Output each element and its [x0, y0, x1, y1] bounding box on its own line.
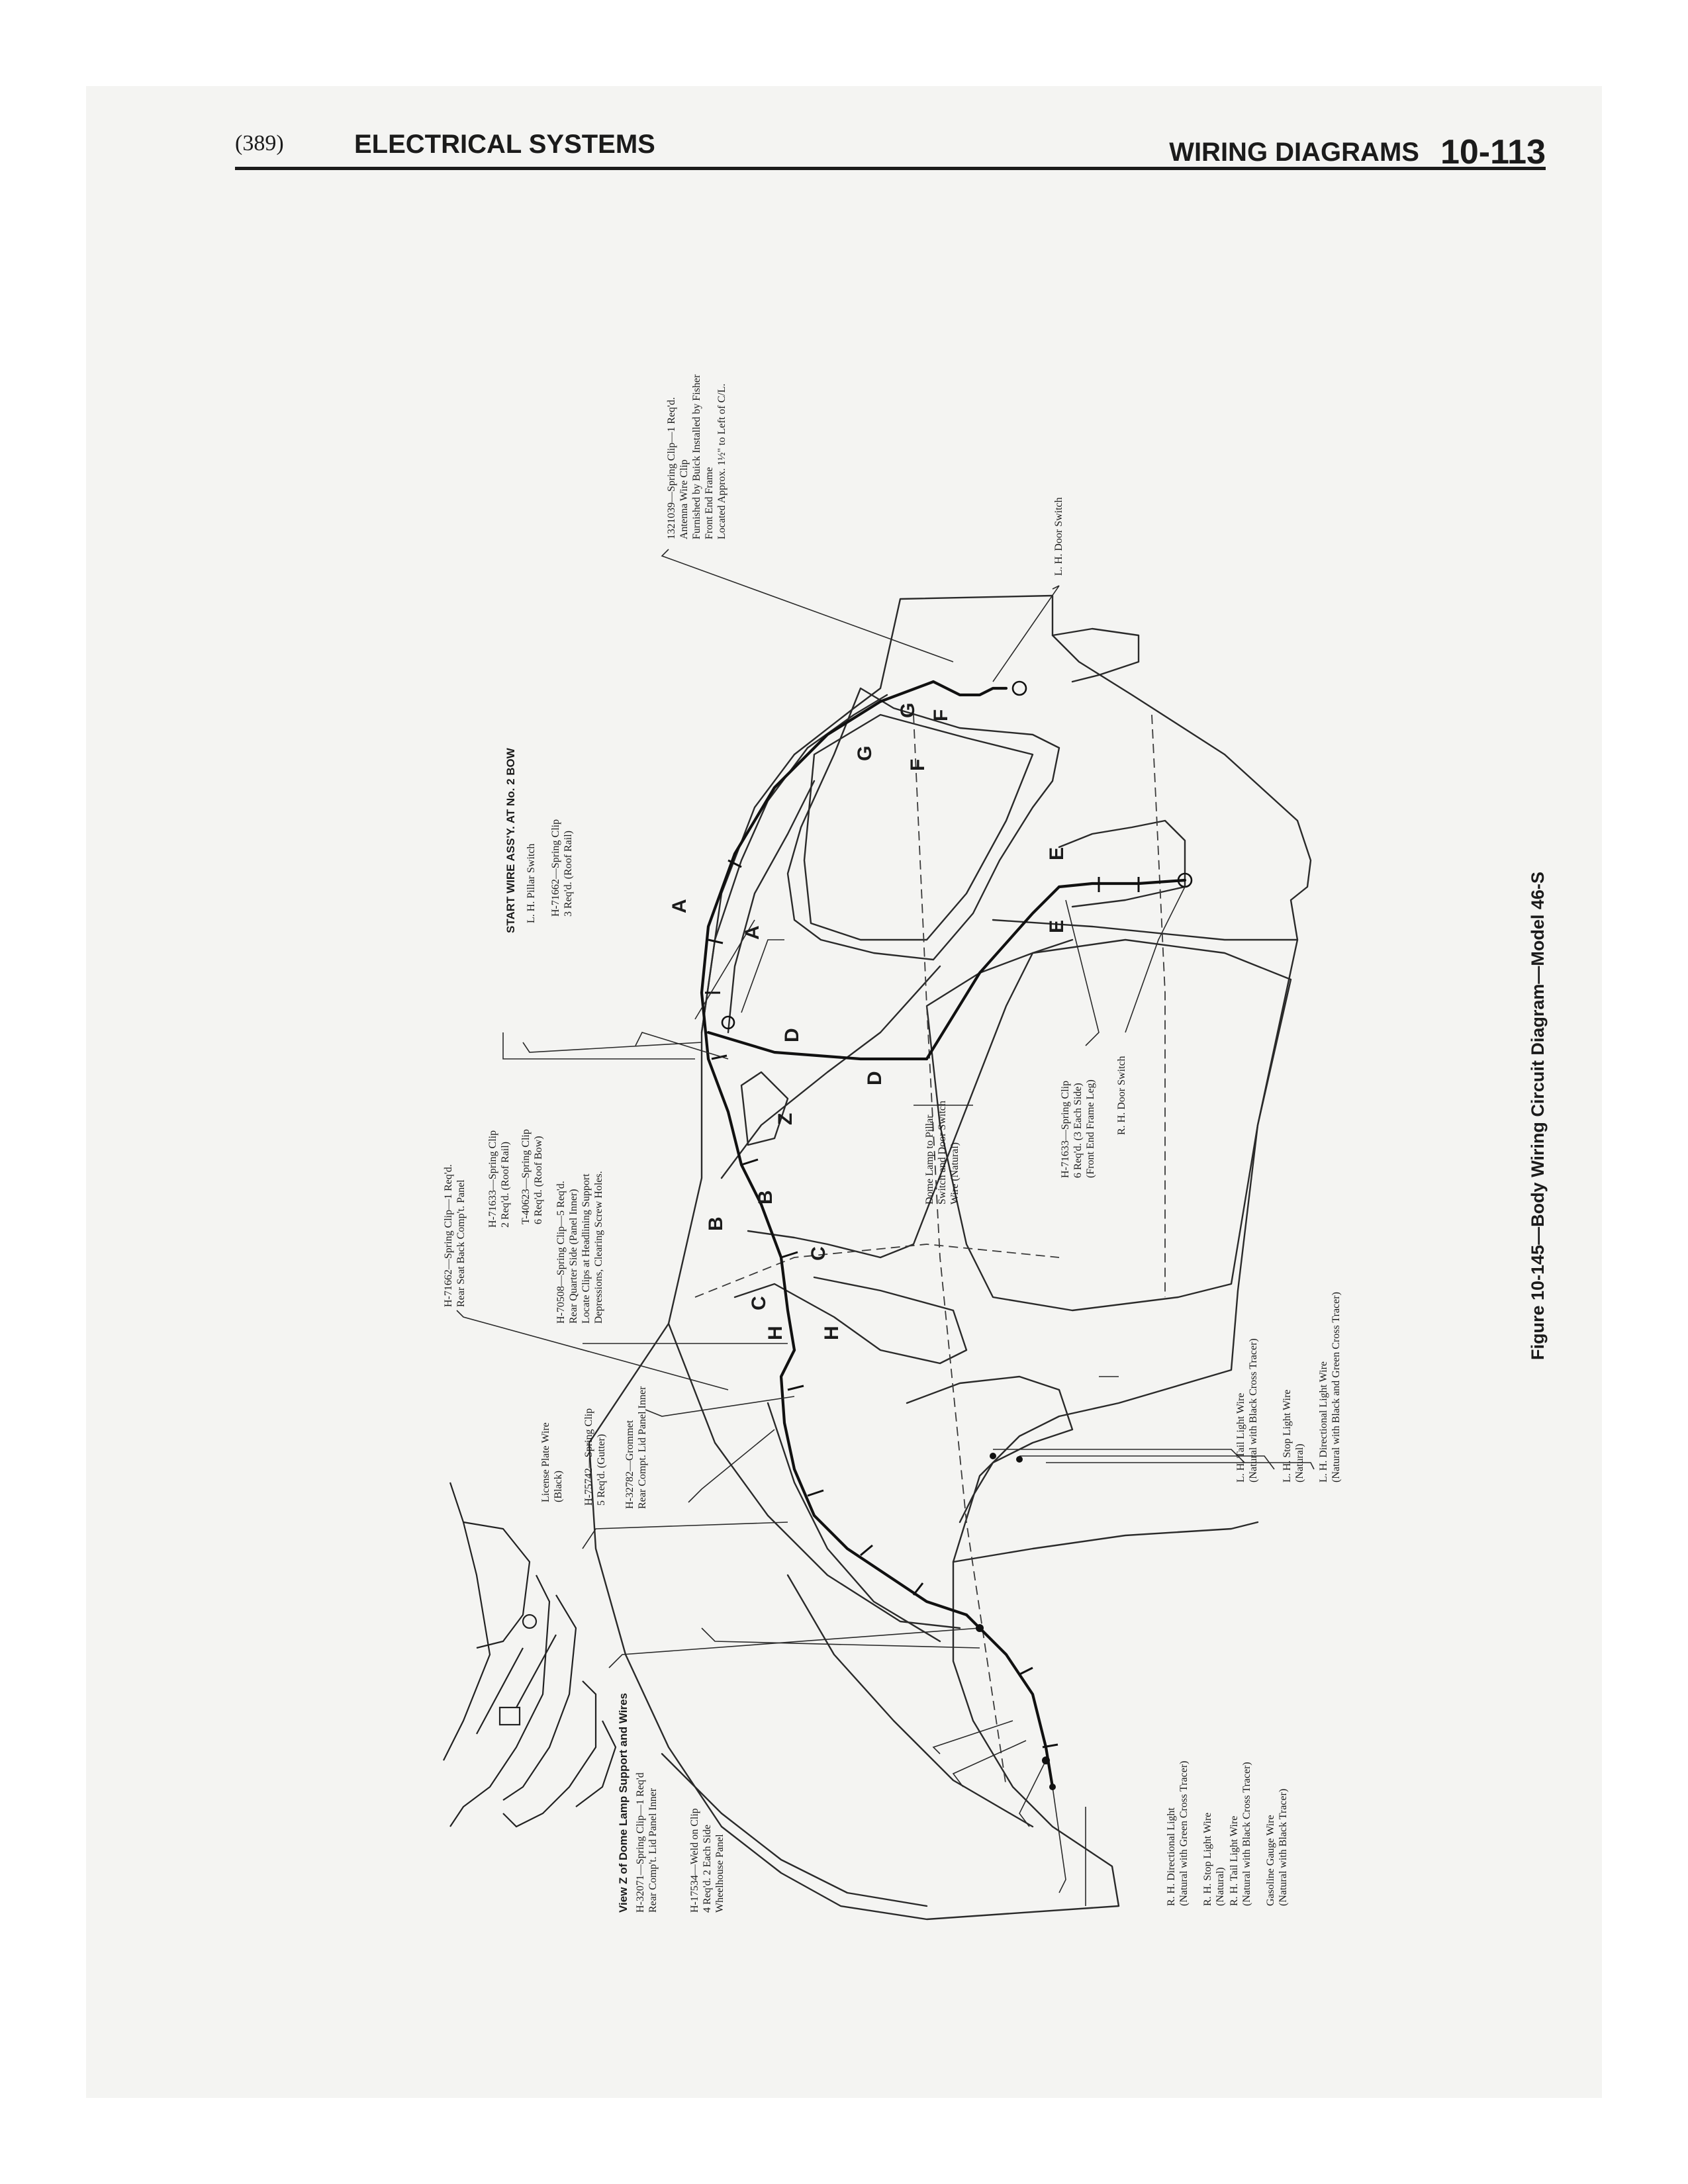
roof-rail-inner [727, 780, 816, 1034]
front-cowl [1051, 627, 1140, 683]
label-lh-tail: L. H. Tail Light Wire (Natural with Blac… [1235, 1338, 1259, 1482]
front-frame-leg [1058, 819, 1186, 908]
section-letter-g1: G [854, 745, 876, 761]
rear-seat-back [733, 1276, 968, 1365]
label-gas-gauge: Gasoline Gauge Wire (Natural with Black … [1265, 1788, 1289, 1906]
header-rule [235, 167, 1546, 170]
windshield-inner [803, 713, 1034, 941]
inset-view-z [443, 1482, 617, 1828]
section-letter-a1: A [669, 899, 690, 913]
label-lh-pillar-switch: L. H. Pillar Switch [526, 843, 537, 923]
section-letter-d2: D [864, 1071, 886, 1085]
label-clip-75742: H-75742—Spring Clip 5 Req'd. (Gutter) [583, 1408, 607, 1506]
body-outline [588, 594, 1312, 1921]
label-lh-door-switch: L. H. Door Switch [1053, 497, 1064, 576]
wheelhouse [906, 1375, 1074, 1524]
label-antenna-clip: 1321039—Spring Clip—1 Req'd. Antenna Wir… [666, 374, 727, 539]
section-letter-f1: F [907, 758, 929, 771]
section-letter-a2: A [741, 925, 763, 940]
label-license-plate-wire: License Plate Wire (Black) [540, 1422, 564, 1502]
center-pillar [720, 965, 941, 1179]
section-letter-d1: D [781, 1028, 803, 1042]
label-start-wire: START WIRE ASS'Y. AT No. 2 BOW [504, 748, 517, 933]
section-letter-b2: B [755, 1190, 776, 1205]
harness-front-leg [1057, 878, 1187, 889]
quarter-panel [747, 938, 1074, 1259]
trunk-edge [667, 1322, 961, 1629]
harness-roof [700, 680, 935, 1352]
bumper [661, 1752, 928, 1907]
label-clip-70508: H-70508—Spring Clip—5 Req'd. Rear Quarte… [555, 1171, 604, 1324]
label-rh-directional: R. H. Directional Light (Natural with Gr… [1166, 1760, 1190, 1907]
label-dome-lamp-wire: Dome Lamp to Pillar Switch and Door Swit… [924, 1101, 961, 1205]
section-letter-c1: C [748, 1296, 770, 1310]
section-letter-e2: E [1046, 846, 1068, 860]
section-letter-f2: F [930, 709, 952, 721]
chapter-title: WIRING DIAGRAMS [1169, 138, 1419, 167]
label-grommet: H-32782—Grommet Rear Compt. Lid Panel In… [624, 1386, 648, 1509]
view-z-title: View Z of Dome Lamp Support and Wires [617, 1692, 630, 1913]
section-letter-h1: H [765, 1326, 786, 1340]
page-reference: (389) [235, 131, 284, 156]
label-clip-71633-front: H-71633—Spring Clip 6 Req'd. (3 Each Sid… [1060, 1079, 1096, 1178]
chapter-heading: WIRING DIAGRAMS 10-113 [1169, 130, 1546, 171]
label-clip-71662-roof: H-71662—Spring Clip 3 Req'd. (Roof Rail) [550, 819, 574, 917]
harness-pillar [706, 1030, 929, 1061]
label-clip-32071: H-32071—Spring Clip—1 Req'd Rear Comp't.… [635, 1772, 659, 1913]
section-letter-e1: E [1046, 919, 1068, 933]
rear-quarter-lower [786, 1574, 1034, 1828]
label-clip-71662-rear-seat: H-71662—Spring Clip—1 Req'd. Rear Seat B… [443, 1164, 467, 1307]
dome-lamp-support [740, 1071, 789, 1146]
rear-wall [952, 1521, 1259, 1563]
figure-caption: Figure 10-145—Body Wiring Circuit Diagra… [1528, 872, 1548, 1360]
section-letter-c2: C [808, 1246, 829, 1261]
section-letter-z: Z [774, 1113, 796, 1125]
harness-front [931, 680, 1008, 697]
label-clip-71633-roof: H-71633—Spring Clip 2 Req'd. (Roof Rail) [487, 1130, 511, 1228]
label-rh-tail: R. H. Tail Light Wire (Natural with Blac… [1229, 1762, 1252, 1906]
page-sheet [86, 86, 1602, 2098]
windshield-frame [786, 687, 1060, 961]
page-number: 10-113 [1440, 133, 1546, 171]
label-lh-stop: L. H. Stop Light Wire (Natural) [1282, 1389, 1305, 1482]
rear-deck [767, 1402, 941, 1643]
door-opening [925, 938, 1292, 1312]
section-title: ELECTRICAL SYSTEMS [354, 130, 655, 159]
section-letter-b1: B [705, 1216, 727, 1231]
label-lh-directional: L. H. Directional Light Wire (Natural wi… [1318, 1292, 1342, 1482]
harness-rear-lamps [964, 1613, 1055, 1789]
label-clip-40623: T-40623—Spring Clip 6 Req'd. (Roof Bow) [520, 1129, 544, 1224]
floor-line [992, 919, 1299, 941]
section-letter-h2: H [821, 1326, 843, 1340]
section-letter-g2: G [897, 702, 919, 718]
label-weld-clip: H-17534—Weld on Clip 4 Req'd. 2 Each Sid… [689, 1808, 726, 1913]
label-rh-door-switch: R. H. Door Switch [1116, 1056, 1127, 1135]
harness-rear [779, 1348, 968, 1617]
harness-door-switch [925, 885, 1061, 1061]
label-rh-stop: R. H. Stop Light Wire (Natural) [1202, 1812, 1226, 1906]
